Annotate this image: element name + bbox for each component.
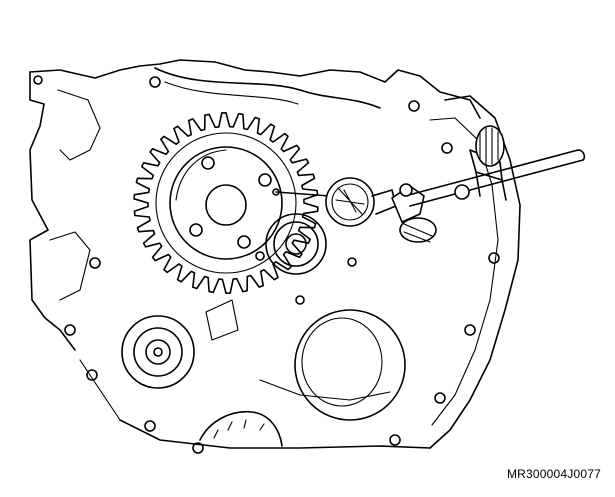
dial-indicator [272,125,586,243]
gear-teeth [133,112,319,294]
lower-gear [199,410,283,447]
timing-gear [133,112,319,294]
figure-code: MR300004J0077 [506,467,601,481]
small-pulley [265,213,327,275]
bolt-holes [33,75,500,454]
oil-seal [121,299,239,389]
cover-plug [294,309,406,421]
gear-rim [155,132,297,274]
engine-housing [29,59,521,449]
gear-hub [169,146,283,260]
